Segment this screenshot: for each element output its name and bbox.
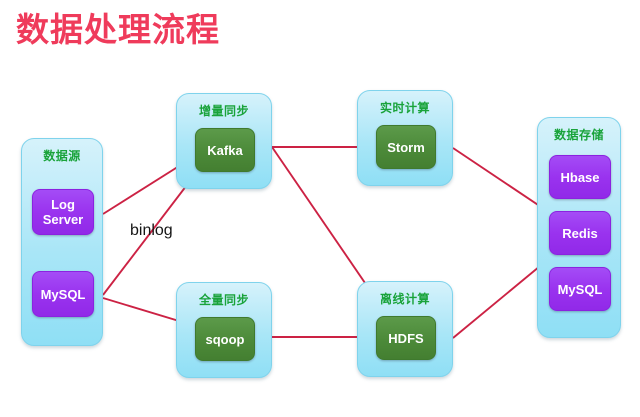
group-realtime-compute[interactable]: 实时计算 Storm (357, 90, 453, 186)
group-label-data-source: 数据源 (43, 149, 81, 163)
group-label-offline-compute: 离线计算 (379, 292, 430, 306)
node-sqoop[interactable]: sqoop (195, 317, 255, 361)
node-kafka[interactable]: Kafka (195, 128, 255, 172)
node-hdfs[interactable]: HDFS (376, 316, 436, 360)
group-label-data-storage: 数据存储 (553, 128, 604, 142)
page-title: 数据处理流程 (16, 11, 220, 48)
node-label-sqoop: sqoop (205, 331, 245, 347)
group-offline-compute[interactable]: 离线计算 HDFS (357, 281, 453, 377)
node-label-kafka: Kafka (207, 142, 243, 158)
node-redis[interactable]: Redis (549, 211, 611, 255)
group-label-incremental-sync: 增量同步 (198, 104, 249, 118)
node-label-mysql-source: MySQL (40, 286, 86, 302)
node-label-redis: Redis (562, 225, 598, 241)
node-hbase[interactable]: Hbase (549, 155, 611, 199)
group-label-full-sync: 全量同步 (198, 293, 249, 307)
node-label-mysql-store: MySQL (557, 281, 603, 297)
node-storm[interactable]: Storm (376, 125, 436, 169)
group-label-realtime-compute: 实时计算 (379, 101, 430, 115)
edge-label-binlog: binlog (130, 222, 173, 239)
group-incremental-sync[interactable]: 增量同步 Kafka (176, 93, 272, 189)
node-label-hdfs: HDFS (388, 330, 424, 346)
node-mysql-store[interactable]: MySQL (549, 267, 611, 311)
node-mysql-source[interactable]: MySQL (32, 271, 94, 317)
group-full-sync[interactable]: 全量同步 sqoop (176, 282, 272, 378)
node-label-storm: Storm (387, 139, 425, 155)
node-label-hbase: Hbase (560, 169, 600, 185)
